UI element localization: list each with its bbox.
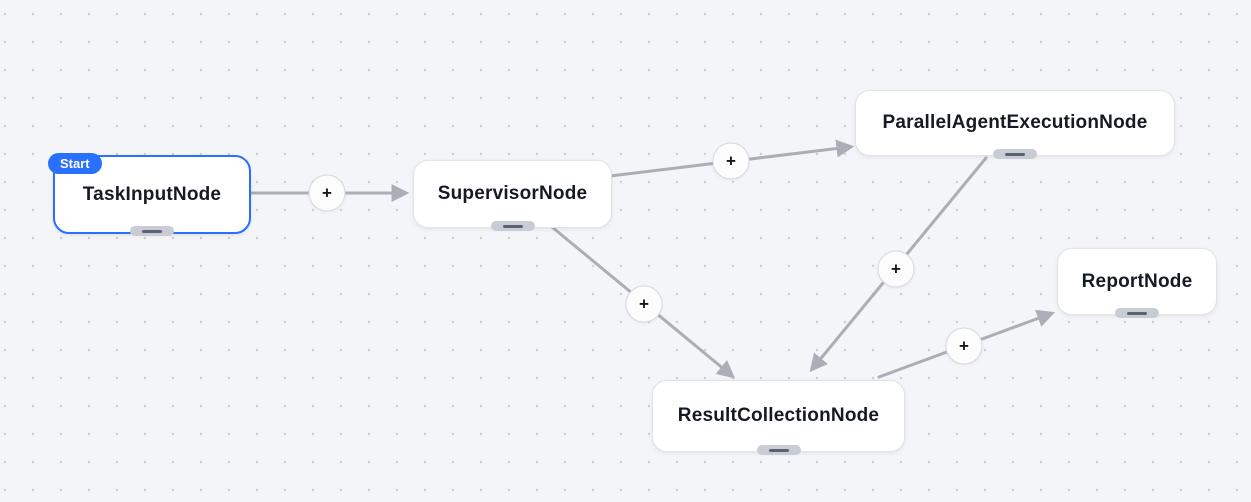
edge-add-button-supervisor-parallelagentexecution[interactable]: + [712,142,750,180]
edge-add-button-supervisor-resultcollection[interactable]: + [625,285,663,323]
node-taskinput-title: TaskInputNode [82,183,222,205]
node-report[interactable]: ReportNode [1057,248,1217,318]
node-report-output-handle[interactable] [1115,308,1159,318]
node-taskinput-output-handle[interactable] [130,226,174,236]
edge-add-button-resultcollection-report[interactable]: + [945,327,983,365]
node-resultcollection-output-handle[interactable] [756,445,801,455]
node-supervisor-output-handle[interactable] [490,221,535,231]
handle-bar-icon [768,448,789,452]
node-parallelagentexecution-title: ParallelAgentExecutionNode [882,112,1148,133]
start-badge: Start [48,153,102,174]
handle-bar-icon [502,224,523,228]
handle-bar-icon [142,229,162,233]
node-supervisor-title: SupervisorNode [437,183,588,204]
node-resultcollection-title: ResultCollectionNode [677,405,880,426]
edge-add-button-parallelagentexecution-resultcollection[interactable]: + [877,250,915,288]
node-report-title: ReportNode [1081,270,1193,292]
handle-bar-icon [1127,311,1147,315]
node-taskinput[interactable]: Start TaskInputNode [48,153,251,236]
node-resultcollection[interactable]: ResultCollectionNode [652,380,905,455]
edge-add-button-taskinput-supervisor[interactable]: + [308,174,346,212]
node-parallelagentexecution-output-handle[interactable] [993,149,1037,159]
handle-bar-icon [1005,152,1025,156]
node-supervisor[interactable]: SupervisorNode [413,160,612,231]
node-parallelagentexecution[interactable]: ParallelAgentExecutionNode [855,90,1175,159]
